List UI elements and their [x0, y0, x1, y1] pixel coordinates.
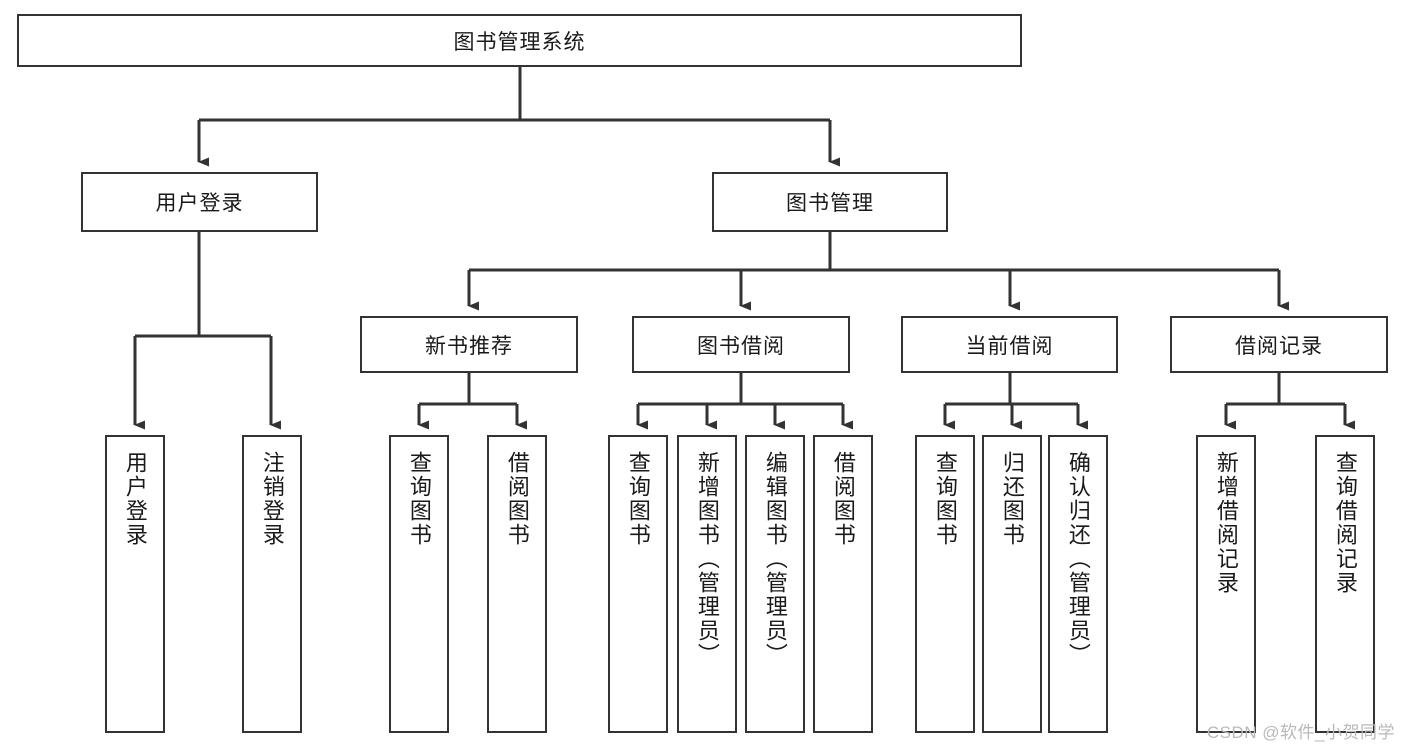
node-book-borrow[interactable]: 图书借阅 [632, 316, 850, 373]
node-label: 借阅图书 [504, 451, 530, 547]
node-label: 注销登录 [259, 451, 285, 547]
node-label: 图书管理 [786, 192, 874, 215]
node-leaf-return-book[interactable]: 归还图书 [982, 435, 1042, 733]
node-leaf-edit-book-admin[interactable]: 编辑图书（管理员） [745, 435, 805, 733]
node-leaf-query-book-current[interactable]: 查询图书 [915, 435, 975, 733]
node-label: 查询图书 [932, 451, 958, 547]
node-leaf-user-login[interactable]: 用户登录 [105, 435, 165, 733]
node-leaf-confirm-return-admin[interactable]: 确认归还（管理员） [1048, 435, 1108, 733]
node-label: 查询图书 [406, 451, 432, 547]
node-label: 归还图书 [999, 451, 1025, 547]
node-leaf-add-borrow-record[interactable]: 新增借阅记录 [1196, 435, 1256, 733]
node-label: 图书管理系统 [453, 30, 586, 54]
node-leaf-user-logout[interactable]: 注销登录 [242, 435, 302, 733]
node-label: 确认归还（管理员） [1065, 451, 1091, 667]
node-label: 编辑图书（管理员） [762, 451, 788, 667]
node-leaf-query-borrow-record[interactable]: 查询借阅记录 [1315, 435, 1375, 733]
node-root[interactable]: 图书管理系统 [17, 14, 1022, 67]
node-current-borrow[interactable]: 当前借阅 [901, 316, 1118, 373]
node-leaf-query-book-borrow[interactable]: 查询图书 [608, 435, 668, 733]
node-new-book-recommend[interactable]: 新书推荐 [360, 316, 578, 373]
node-leaf-add-book-admin[interactable]: 新增图书（管理员） [677, 435, 737, 733]
watermark: CSDN @软件_小贺同学 [1206, 723, 1395, 742]
node-leaf-borrow-book[interactable]: 借阅图书 [813, 435, 873, 733]
node-label: 查询借阅记录 [1332, 451, 1358, 595]
node-label: 新书推荐 [425, 334, 513, 358]
node-label: 当前借阅 [965, 334, 1054, 358]
node-label: 借阅记录 [1235, 334, 1323, 358]
node-label: 用户登录 [122, 451, 148, 547]
node-label: 查询图书 [625, 451, 651, 547]
node-book-manage[interactable]: 图书管理 [712, 172, 948, 232]
node-label: 用户登录 [155, 192, 244, 215]
node-leaf-borrow-book-recommend[interactable]: 借阅图书 [487, 435, 547, 733]
node-label: 新增借阅记录 [1213, 451, 1239, 595]
node-label: 借阅图书 [830, 451, 856, 547]
node-user-login[interactable]: 用户登录 [81, 172, 318, 232]
node-label: 图书借阅 [697, 334, 785, 358]
node-borrow-record[interactable]: 借阅记录 [1170, 316, 1388, 373]
node-label: 新增图书（管理员） [694, 451, 720, 667]
node-leaf-query-book-recommend[interactable]: 查询图书 [389, 435, 449, 733]
